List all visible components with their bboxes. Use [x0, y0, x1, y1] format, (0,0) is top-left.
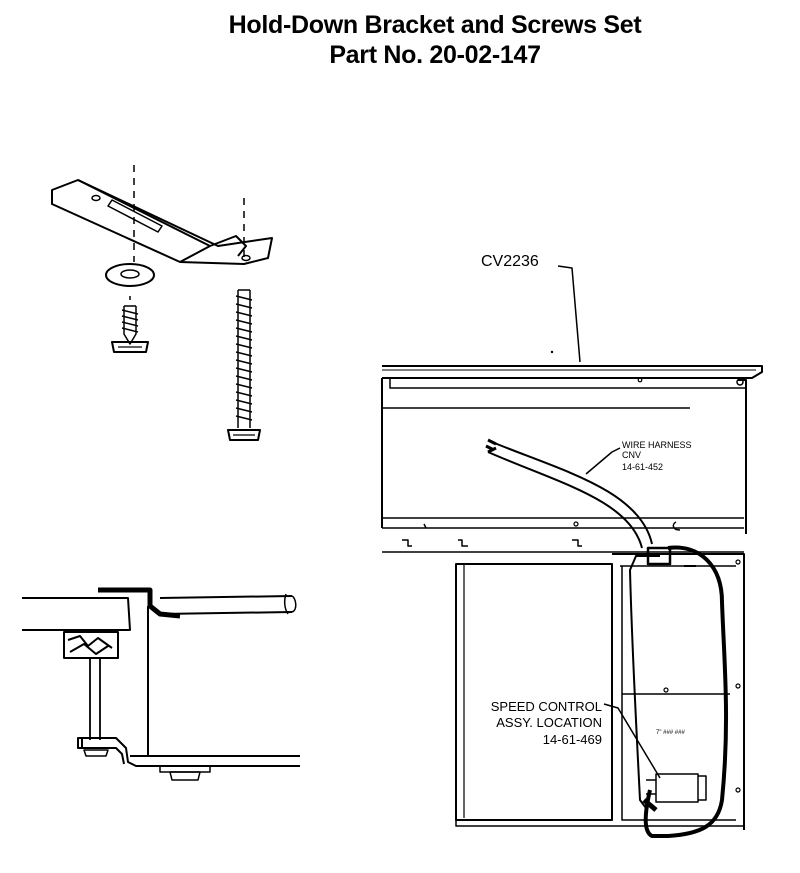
part-number: Part No. 20-02-147	[329, 41, 541, 69]
diagram-title: Hold-Down Bracket and Screws Set	[228, 11, 642, 39]
dust-speck	[550, 350, 554, 354]
wire-harness-label: WIRE HARNESS	[622, 440, 692, 450]
short-screw	[111, 296, 149, 353]
wire-harness	[485, 438, 729, 838]
installed-detail	[22, 587, 300, 781]
wire-harness-leader-line	[585, 447, 621, 475]
hold-down-bracket	[51, 179, 273, 265]
speed-control-label: SPEED CONTROL	[491, 699, 602, 714]
washer	[105, 263, 155, 287]
cv2236-label: CV2236	[481, 253, 539, 270]
unit-cabinet	[381, 365, 763, 830]
speed-control-part-number: 14-61-469	[543, 732, 602, 747]
wire-harness-part-number: 14-61-452	[622, 462, 663, 472]
long-screw	[227, 289, 261, 441]
speed-control-leader-line	[603, 703, 661, 779]
plate-marking: 7" ### ###	[656, 730, 685, 736]
cv2236-leader-line	[557, 265, 581, 363]
speed-control-location-label: ASSY. LOCATION	[496, 715, 602, 730]
wire-harness-code: CNV	[622, 450, 641, 460]
